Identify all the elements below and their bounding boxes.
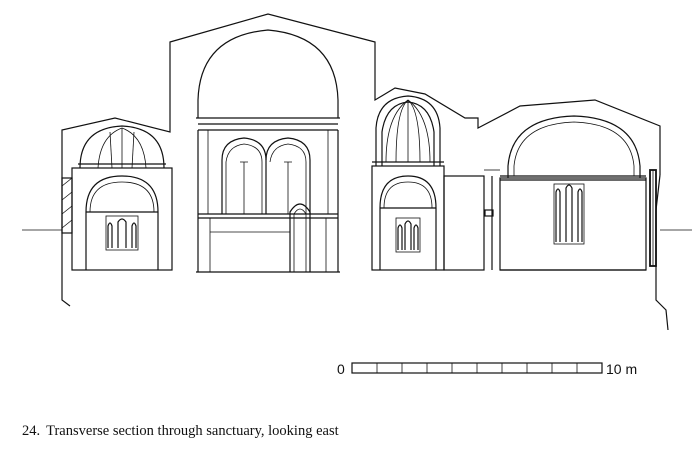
left-chapel [71,125,173,271]
scale-end-label: 10 m [606,361,637,377]
figure-number: 24. [22,423,41,439]
scale-start-label: 0 [337,361,345,377]
figure-caption-text: Transverse section through sanctuary, lo… [46,423,339,439]
figure-caption: 24. Transverse section through sanctuary,… [22,423,339,440]
outer-silhouette [61,13,669,331]
central-sanctuary [196,29,340,273]
left-wall-section [61,177,73,234]
connecting-wall [443,169,500,271]
right-domed-chapel [371,95,445,271]
scale-bar: 0 10 m [337,361,637,377]
right-wall-section [649,169,657,267]
right-large-chapel [499,115,647,271]
